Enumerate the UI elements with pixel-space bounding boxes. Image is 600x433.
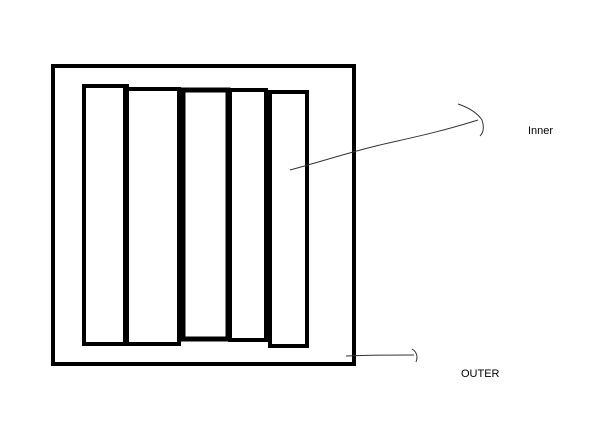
inner-panel: [228, 88, 268, 342]
outer-arrow: [345, 354, 415, 357]
outer-arrowhead: [411, 348, 418, 363]
inner-panel: [180, 87, 231, 342]
inner-panel: [268, 90, 309, 348]
inner-label: Inner: [528, 125, 554, 137]
inner-panel: [123, 87, 181, 346]
inner-arrow: [289, 119, 479, 171]
outer-box: [51, 64, 356, 366]
outer-label: OUTER: [461, 368, 500, 380]
inner-arrowhead: [457, 103, 484, 137]
inner-panel: [82, 84, 129, 346]
